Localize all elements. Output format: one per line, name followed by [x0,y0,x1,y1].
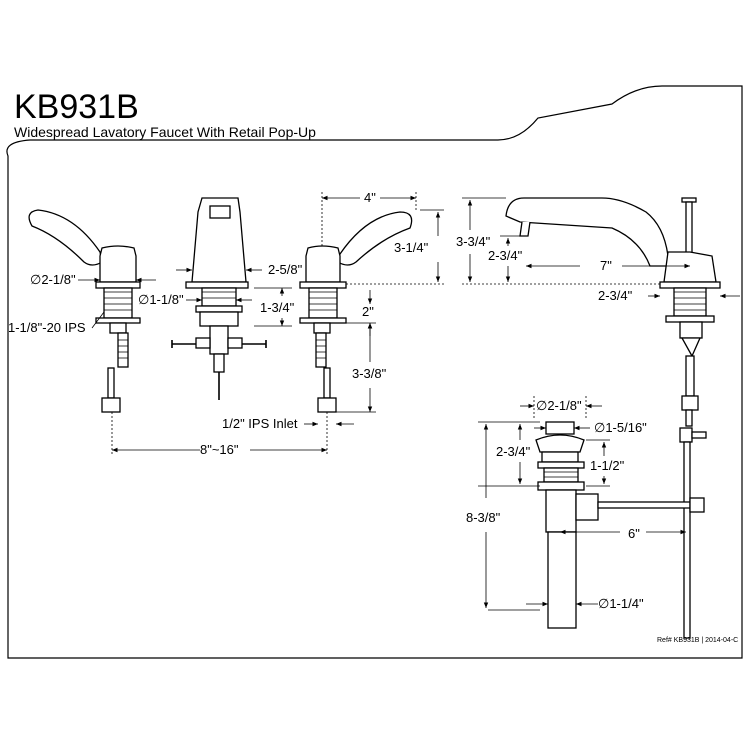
dim-ips-inlet: 1/2" IPS Inlet [222,416,298,431]
dim-lift-rod-distance: 6" [628,526,640,541]
dim-drain-flange: ∅2-1/8" [536,398,582,413]
sheet-border [6,85,743,659]
dim-valve-shank: 2" [362,304,374,319]
dim-spout-base: 2-3/4" [598,288,633,303]
dim-drain-total-length: 8-3/8" [466,510,501,525]
dim-drain-opening: ∅1-5/16" [594,420,647,435]
product-description: Widespread Lavatory Faucet With Retail P… [14,124,316,140]
pop-up-drain-drawing [535,421,705,629]
dim-tailpiece-diameter: ∅1-1/4" [598,596,644,611]
dim-spout-base-width: 2-5/8" [268,262,303,277]
dimension-lines [78,192,740,611]
dim-faucet-spread: 8"~16" [200,442,239,457]
reference-code: Ref# KB931B | 2014-04-C [657,637,738,644]
dim-handle-height: 3-1/4" [394,240,429,255]
right-handle-drawing [299,211,413,413]
dim-ips-thread: 1-1/8"-20 IPS [8,320,86,335]
dim-drain-body-height: 2-3/4" [496,444,531,459]
dim-stem-diameter: ∅1-1/8" [138,292,184,307]
side-view-spout-drawing [505,197,721,639]
left-handle-drawing [28,209,141,413]
dim-spout-clearance: 2-3/4" [488,248,523,263]
model-title: KB931B [14,88,139,126]
dim-handle-diameter: ∅2-1/8" [30,272,76,287]
dim-spout-height: 3-3/4" [456,234,491,249]
dim-inlet-length: 3-3/8" [352,366,387,381]
dim-drain-thread: 1-1/2" [590,458,625,473]
dim-handle-reach: 4" [364,190,376,205]
dim-spout-reach: 7" [600,258,612,273]
dim-shank-length: 1-3/4" [260,300,295,315]
center-spout-drawing [171,197,267,400]
